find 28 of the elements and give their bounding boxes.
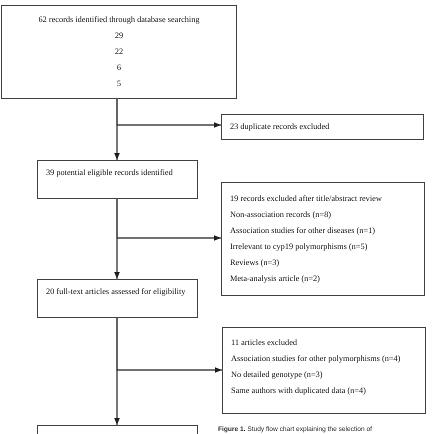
box-text: Association studies for other polymorphisms (n=4) (231, 353, 402, 365)
box-text: 5 (116, 78, 122, 90)
box-text: 22 (114, 46, 124, 58)
process-box (222, 327, 426, 414)
box-text: 19 records excluded after title/abstract review (230, 193, 383, 205)
process-box (221, 182, 425, 296)
box-text: 62 records identified through database searching (37, 14, 201, 26)
box-text: 6 (116, 62, 122, 74)
box-text: 20 full-text articles assessed for eligibility (46, 286, 186, 298)
box-text: Same authors with duplicated data (n=4) (231, 385, 367, 397)
process-box (1, 5, 237, 99)
process-box (37, 279, 198, 318)
box-text: 39 potential eligible records identified (46, 167, 174, 179)
arrow (116, 318, 222, 373)
process-box (221, 114, 424, 140)
process-box (37, 160, 198, 199)
box-text: 23 duplicate records excluded (230, 121, 330, 133)
arrow (116, 99, 221, 128)
box-text: Reviews (n=3) (230, 257, 280, 269)
box-text: No detailed genotype (n=3) (231, 369, 324, 381)
arrow (116, 199, 221, 241)
box-text: 29 (114, 30, 124, 42)
box-text: Non-association records (n=8) (230, 209, 332, 221)
box-text: Irrelevant to cyp19 polymorphisms (n=5) (230, 241, 368, 253)
box-text: 11 articles excluded (231, 337, 298, 349)
box-text: Association studies for other diseases (n=1) (230, 225, 376, 237)
empty-box (37, 425, 198, 434)
box-text: Meta-analysis article (n=2) (230, 273, 321, 285)
